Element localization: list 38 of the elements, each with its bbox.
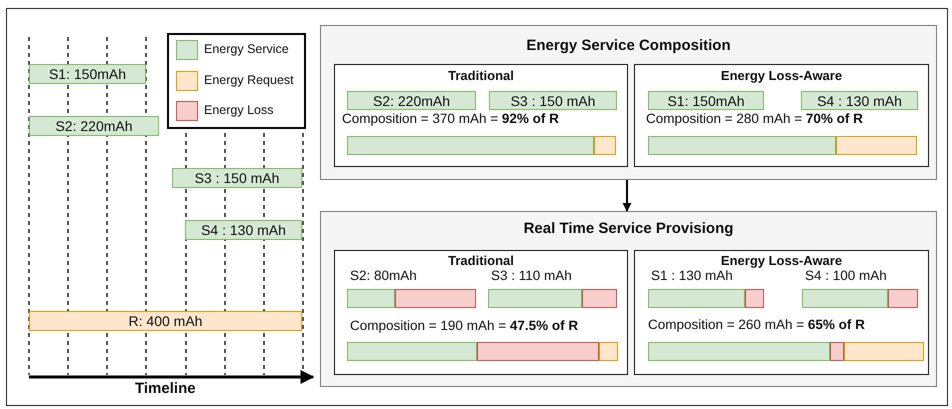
energy-bar <box>488 289 617 308</box>
energy-service-box: S4 : 130 mAh <box>185 220 302 240</box>
composition-text: Composition = 370 mAh = 92% of R <box>342 111 559 126</box>
energy-bar <box>347 289 476 308</box>
composition-text: Composition = 260 mAh = 65% of R <box>648 317 865 332</box>
strategy-panel <box>334 250 628 375</box>
panel-title: Energy Loss-Aware <box>720 253 842 268</box>
arrow <box>622 180 632 212</box>
legend-label: Energy Loss <box>204 103 274 117</box>
bar-caption: S1 : 130 mAh <box>651 268 733 283</box>
energy-service-box: S2: 220mAh <box>347 91 476 110</box>
stage-panel <box>320 211 937 387</box>
strategy-panel <box>334 64 628 167</box>
panel-title: Real Time Service Provisiong <box>524 220 734 237</box>
panel-title: Energy Service Composition <box>526 37 731 54</box>
panel-title: Energy Loss-Aware <box>720 68 842 83</box>
energy-bar <box>648 289 764 308</box>
energy-service-box: S2: 220mAh <box>29 116 159 136</box>
energy-service-box: S1: 150mAh <box>29 64 146 84</box>
composition-text: Composition = 280 mAh = 70% of R <box>646 111 863 126</box>
bar-caption: S4 : 100 mAh <box>805 268 887 283</box>
axis-label: Timeline <box>135 380 196 397</box>
strategy-panel <box>634 250 929 375</box>
energy-request-bar: R: 400 mAh <box>29 311 302 331</box>
energy-service-box: S3 : 150 mAh <box>172 168 302 188</box>
energy-bar <box>802 289 918 308</box>
legend-label: Energy Service <box>204 42 289 56</box>
panel-title: Traditional <box>448 68 514 83</box>
stage-panel <box>320 25 937 180</box>
panel-title: Traditional <box>448 253 514 268</box>
legend-label: Energy Request <box>204 72 294 86</box>
energy-service-box: S4 : 130 mAh <box>801 91 918 110</box>
strategy-panel <box>634 64 929 167</box>
bar-caption: S2: 80mAh <box>350 268 417 283</box>
energy-service-box: S3 : 150 mAh <box>489 91 617 110</box>
energy-service-box: S1: 150mAh <box>648 91 764 110</box>
bar-caption: S3 : 110 mAh <box>491 268 572 283</box>
composition-text: Composition = 190 mAh = 47.5% of R <box>350 318 578 333</box>
